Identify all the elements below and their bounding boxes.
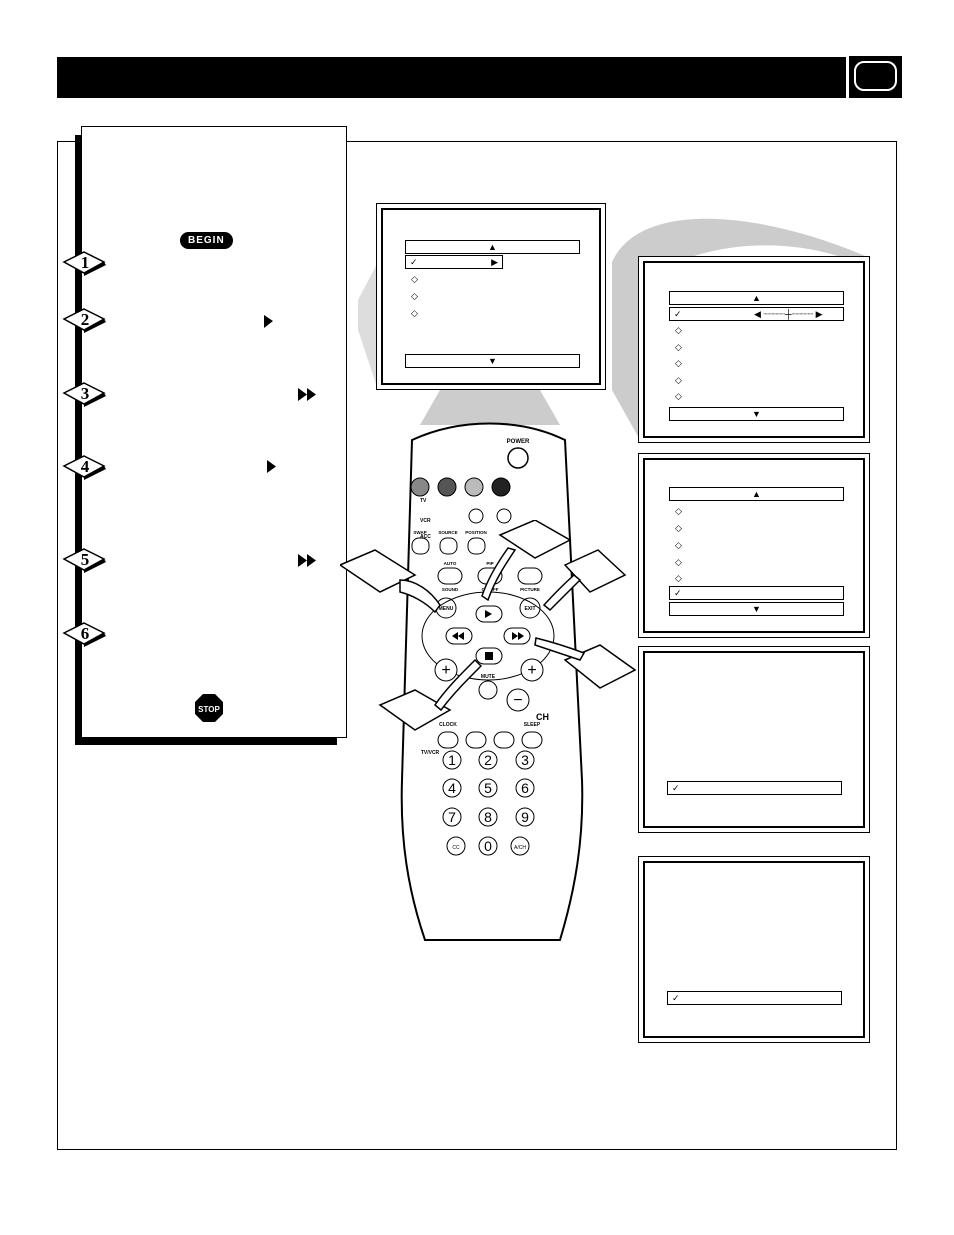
svg-text:PICTURE: PICTURE bbox=[520, 587, 540, 592]
page-title-bar bbox=[57, 57, 846, 98]
svg-text:8: 8 bbox=[484, 809, 492, 825]
pointing-hands bbox=[340, 520, 637, 731]
svg-text:VCR: VCR bbox=[420, 518, 431, 524]
menu-screen-1: ▲ ✓▶ ◇ ◇ ◇ ▼ bbox=[376, 203, 606, 390]
tv-screen-icon bbox=[849, 56, 902, 98]
svg-text:7: 7 bbox=[448, 809, 456, 825]
svg-text:MUTE: MUTE bbox=[481, 674, 496, 680]
svg-text:TV/VCR: TV/VCR bbox=[421, 750, 440, 756]
svg-text:PIP: PIP bbox=[486, 561, 493, 566]
svg-text:CC: CC bbox=[452, 845, 460, 851]
svg-text:9: 9 bbox=[521, 809, 529, 825]
svg-text:SOUND: SOUND bbox=[442, 587, 459, 592]
power-label: POWER bbox=[507, 439, 530, 445]
menu-screen-2: ▲ ✓◀ ┈┈┈┈┼┈┈┈┈ ▶ ◇ ◇ ◇ ◇ ◇ ▼ bbox=[638, 256, 870, 443]
step-instructions-box bbox=[81, 126, 347, 738]
svg-text:0: 0 bbox=[484, 838, 492, 854]
svg-text:EXIT: EXIT bbox=[524, 606, 535, 612]
menu-screen-5: ✓ bbox=[638, 856, 870, 1043]
svg-text:A/CH: A/CH bbox=[514, 845, 526, 851]
svg-text:4: 4 bbox=[448, 780, 456, 796]
begin-badge: BEGIN bbox=[180, 232, 233, 249]
content-frame bbox=[57, 141, 897, 1150]
svg-text:SOURCE: SOURCE bbox=[438, 530, 457, 535]
svg-text:SLEEP: SLEEP bbox=[524, 722, 541, 728]
svg-text:CH: CH bbox=[536, 712, 549, 722]
power-button bbox=[507, 447, 529, 469]
svg-text:MENU: MENU bbox=[439, 606, 454, 612]
menu-screen-3: ▲ ◇ ◇ ◇ ◇ ◇ ✓ ▼ bbox=[638, 453, 870, 638]
svg-text:+: + bbox=[441, 662, 450, 679]
svg-text:SWAP: SWAP bbox=[413, 530, 426, 535]
svg-text:5: 5 bbox=[484, 780, 492, 796]
svg-text:3: 3 bbox=[521, 752, 529, 768]
svg-text:ACC: ACC bbox=[420, 534, 431, 540]
svg-text:CLOCK: CLOCK bbox=[439, 722, 457, 728]
svg-text:POSITION: POSITION bbox=[465, 530, 487, 535]
menu-screen-4: ✓ bbox=[638, 646, 870, 833]
svg-text:TV: TV bbox=[420, 498, 427, 504]
svg-text:1: 1 bbox=[448, 752, 456, 768]
svg-text:+: + bbox=[527, 662, 536, 679]
svg-text:6: 6 bbox=[521, 780, 529, 796]
svg-text:2: 2 bbox=[484, 752, 492, 768]
svg-text:−: − bbox=[513, 692, 522, 709]
svg-text:AUTO: AUTO bbox=[444, 561, 457, 566]
